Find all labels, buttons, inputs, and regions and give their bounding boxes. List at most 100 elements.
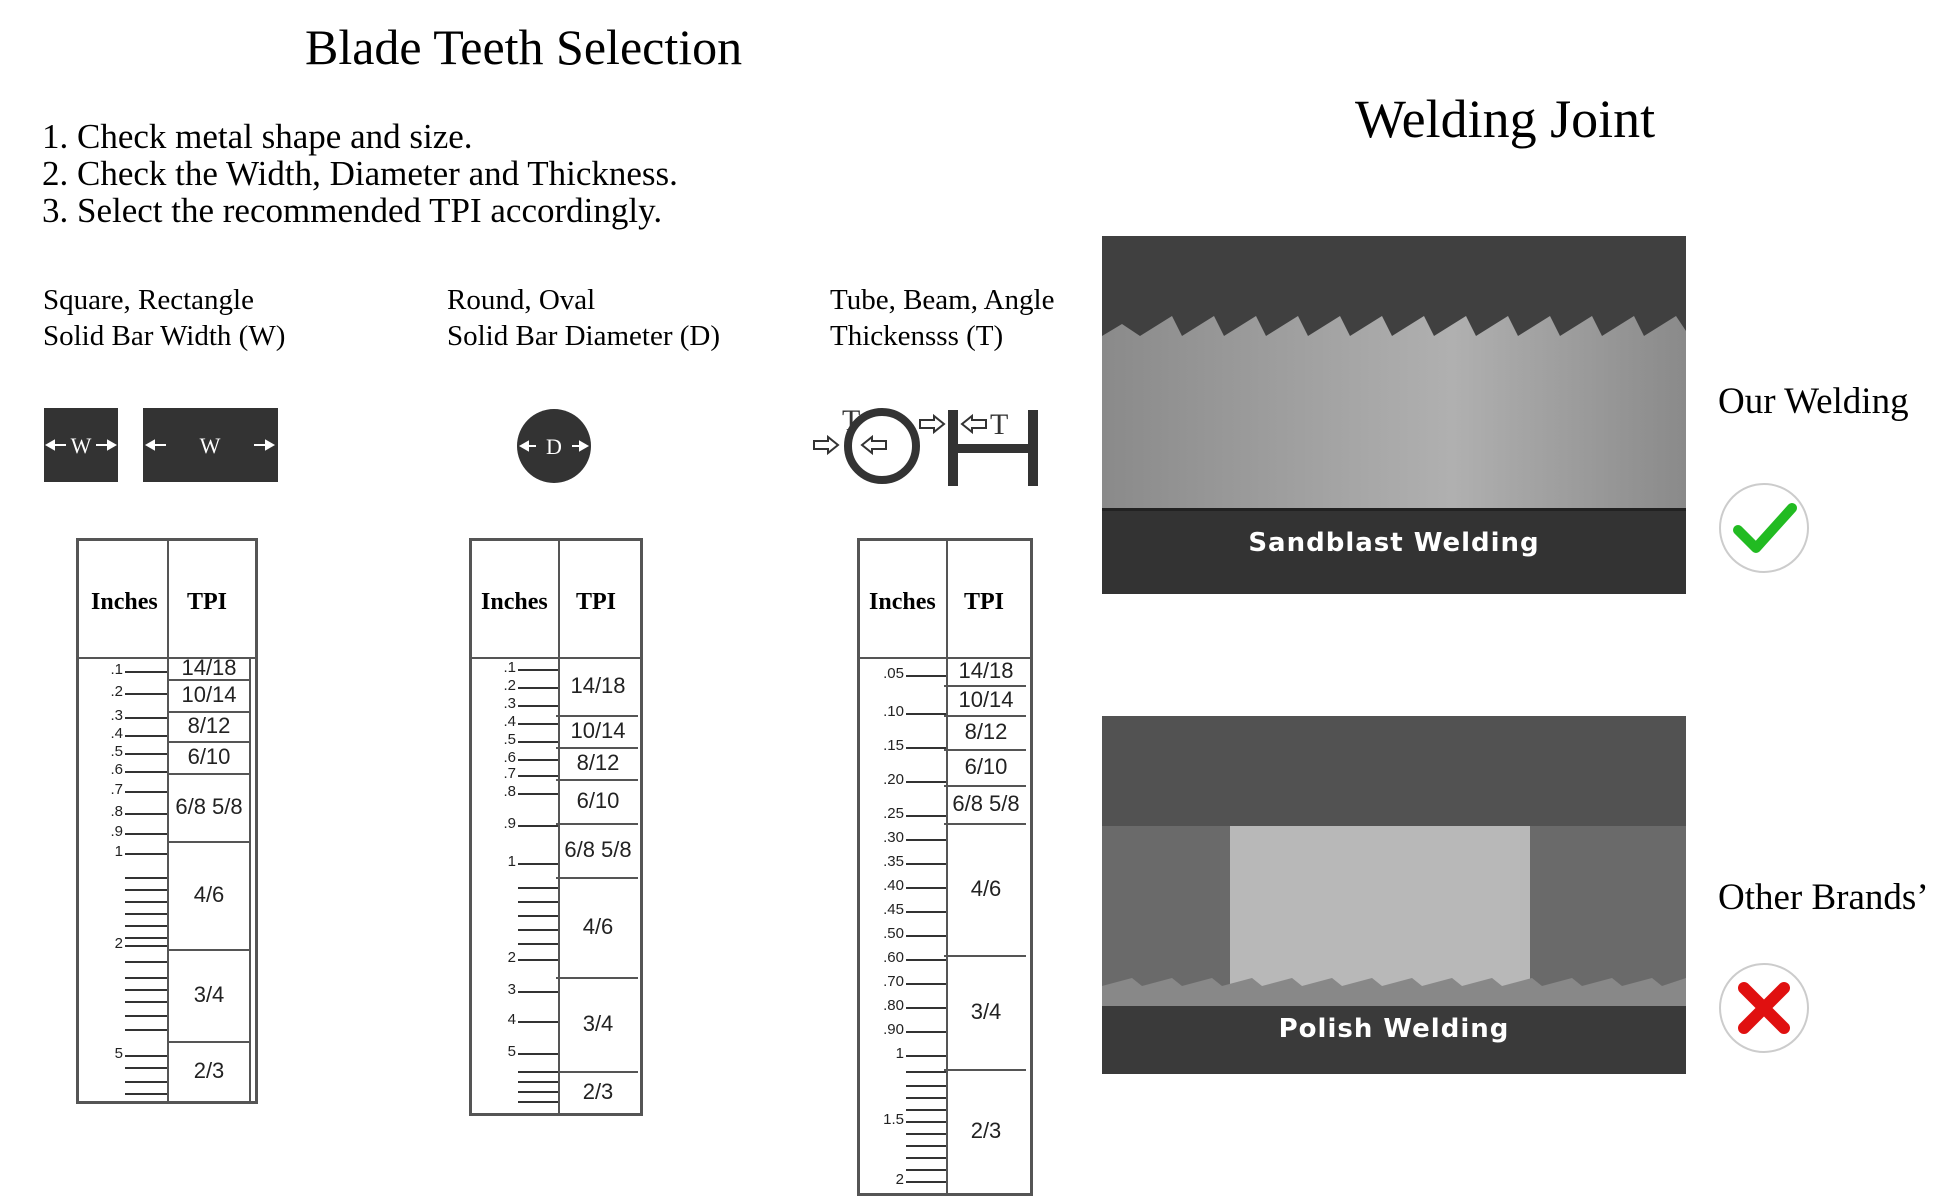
minor-tick [518,1091,558,1093]
minor-tick [906,1085,946,1087]
polish-welding-photo: Polish Welding [1102,716,1686,1074]
inch-label: .5 [503,731,516,748]
square-bar-icon: W W [44,408,278,482]
minor-tick [906,1071,946,1073]
inch-label: .35 [883,853,904,870]
inch-label: .1 [503,659,516,676]
tpi-separator [944,715,1026,717]
inch-tick [125,1055,167,1057]
minor-tick [518,943,558,945]
step-2: 2. Check the Width, Diameter and Thickne… [42,154,678,193]
inch-tick [125,693,167,695]
inch-tick [906,1031,946,1033]
inch-label: .3 [110,707,123,724]
tpi-cell: 10/14 [958,687,1014,712]
tpi-separator [944,785,1026,787]
tpi-cell: 14/18 [181,655,237,680]
inch-tick [906,887,946,889]
inch-tick [518,687,558,689]
inch-tick [906,1007,946,1009]
tpi-cell: 6/8 5/8 [175,794,243,819]
tpi-separator [556,977,638,979]
inch-tick [906,1055,946,1057]
inch-tick [906,675,946,677]
inch-label: .2 [503,677,516,694]
inch-label: .9 [503,815,516,832]
tpi-separator [167,773,249,775]
inch-tick [125,735,167,737]
inch-label: .1 [110,661,123,678]
step-1: 1. Check metal shape and size. [42,117,473,156]
thickness-symbol-beam: T [990,408,1008,441]
inch-label: 5 [507,1043,516,1060]
tpi-cell: 3/4 [582,1011,614,1036]
step-3: 3. Select the recommended TPI accordingl… [42,191,663,230]
inch-tick [125,853,167,855]
minor-tick [125,913,167,915]
page-title: Blade Teeth Selection [305,19,743,75]
inch-label: .4 [503,713,516,730]
tpi-cell: 10/14 [570,718,626,743]
inch-label: 1 [114,843,123,860]
tpi-separator [556,715,638,717]
instruction-steps: 1. Check metal shape and size. 2. Check … [42,118,678,229]
tpi-cell: 8/12 [964,719,1008,744]
our-welding-label: Our Welding [1718,381,1909,422]
tpi-separator [944,1069,1026,1071]
inch-label: .70 [883,973,904,990]
category-round: Round, Oval Solid Bar Diameter (D) [447,284,721,352]
minor-tick [906,1109,946,1111]
inch-label: .10 [883,703,904,720]
inch-label: .8 [110,803,123,820]
inch-tick [906,959,946,961]
tpi-cell: 6/10 [964,754,1008,779]
category-tube: Tube, Beam, Angle Thickensss (T) [830,284,1055,352]
inch-label: 2 [114,935,123,952]
minor-tick [125,1067,167,1069]
inch-tick [906,839,946,841]
inch-tick [518,741,558,743]
inch-tick [906,935,946,937]
inch-tick [906,713,946,715]
width-symbol-large: W [200,433,221,458]
tpi-cell: 6/8 5/8 [564,837,632,862]
tpi-separator [167,841,249,843]
inch-tick [518,775,558,777]
tpi-separator [944,823,1026,825]
minor-tick [518,1071,558,1073]
minor-tick [125,901,167,903]
table-header: Inches TPI [79,541,255,659]
tpi-separator [167,679,249,681]
inch-tick [518,991,558,993]
inch-tick [518,1053,558,1055]
tpi-cell: 10/14 [181,682,237,707]
minor-tick [518,915,558,917]
inch-label: 1 [507,853,516,870]
width-symbol-small: W [71,433,92,458]
inch-label: .20 [883,771,904,788]
tpi-separator [167,949,249,951]
other-brands-label: Other Brands’ [1718,877,1929,918]
tpi-separator [556,1071,638,1073]
tpi-separator [167,741,249,743]
inch-tick [906,747,946,749]
table-header: Inches TPI [860,541,1030,659]
minor-tick [125,961,167,963]
tpi-cell: 2/3 [970,1118,1002,1143]
inch-label: .2 [110,683,123,700]
inch-label: .60 [883,949,904,966]
inch-tick [518,723,558,725]
round-bar-icon: D [517,409,591,483]
tpi-cell: 8/12 [187,713,231,738]
minor-tick [125,989,167,991]
tpi-cell: 4/6 [970,876,1002,901]
inch-tick [906,815,946,817]
inch-tick [518,759,558,761]
inch-label: 4 [507,1011,516,1028]
minor-tick [906,1097,946,1099]
inch-tick [906,781,946,783]
tpi-separator [556,877,638,879]
inch-label: .80 [883,997,904,1014]
tpi-cell: 8/12 [576,750,620,775]
